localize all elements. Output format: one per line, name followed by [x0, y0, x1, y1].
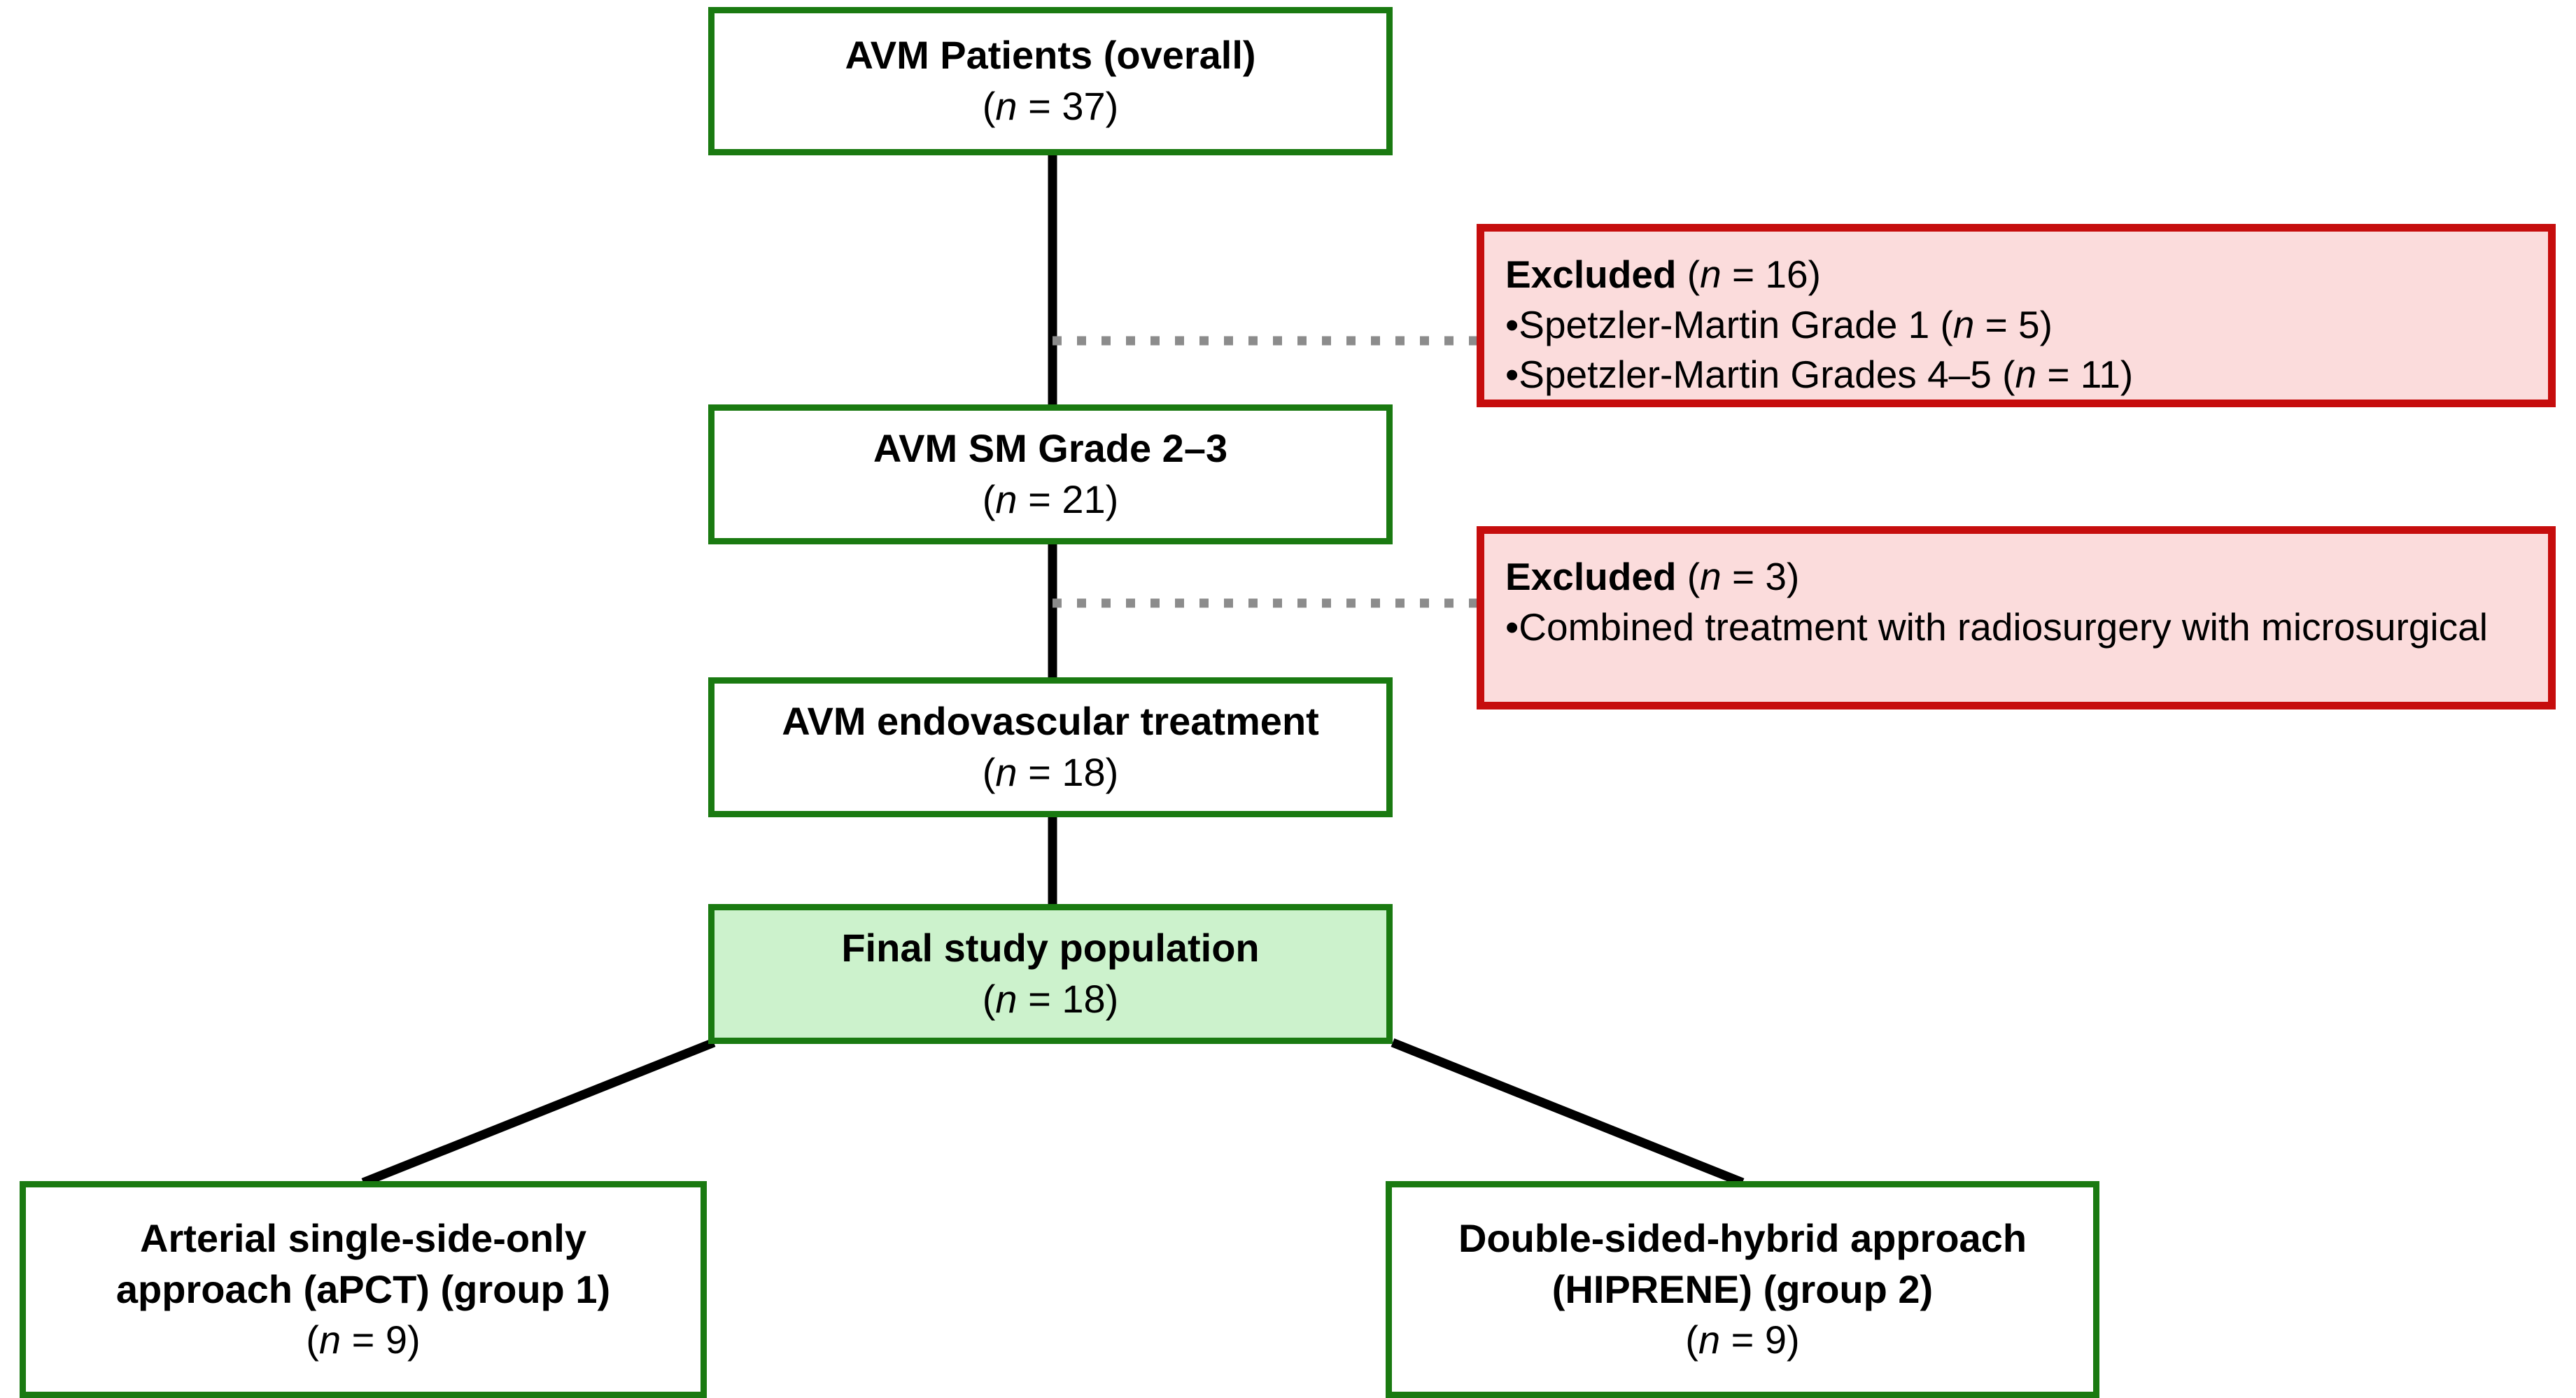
n-value: = 3) [1721, 555, 1800, 598]
node-overall-count: (n = 37) [983, 81, 1119, 132]
connector-final-to-group1 [361, 1038, 716, 1187]
exclusion-1-heading: Excluded (n = 16) [1505, 250, 1821, 300]
n-value: = 9) [341, 1318, 421, 1362]
exclusion-box-2: Excluded (n = 3) •Combined treatment wit… [1477, 526, 2556, 709]
bullet-icon: • [1505, 353, 1519, 396]
node-group2-label-line2: (HIPRENE) (group 2) [1551, 1266, 1934, 1311]
exclusion-heading-label: Excluded [1505, 253, 1677, 296]
exclusion-2-item-0: •Combined treatment with radiosurgery wi… [1505, 602, 2488, 653]
node-final-population-count: (n = 18) [983, 974, 1119, 1025]
n-value: = 37) [1017, 84, 1119, 128]
n-value: = 11) [2036, 353, 2134, 396]
exclusion-1-item-1: •Spetzler-Martin Grades 4–5 (n = 11) [1505, 350, 2133, 400]
n-value: = 16) [1721, 253, 1821, 296]
n-variable: n [995, 84, 1018, 128]
paren-open: ( [982, 977, 996, 1021]
node-endovascular-count: (n = 18) [983, 747, 1119, 798]
n-variable: n [2015, 353, 2037, 396]
n-value: = 21) [1017, 477, 1119, 521]
paren-open: ( [982, 750, 996, 794]
node-final-population-label: Final study population [841, 926, 1260, 970]
node-group1-label-line2: approach (aPCT) (group 1) [115, 1266, 611, 1311]
paren-open: ( [1685, 1318, 1698, 1362]
node-group2-count: (n = 9) [1685, 1315, 1799, 1366]
n-variable: n [318, 1318, 342, 1362]
n-variable: n [1952, 302, 1975, 346]
n-value: = 18) [1017, 977, 1119, 1021]
exclusion-1-item-0: •Spetzler-Martin Grade 1 (n = 5) [1505, 300, 2053, 351]
node-avm-sm-grade: AVM SM Grade 2–3 (n = 21) [708, 404, 1393, 544]
node-group2-double-sided-hybrid: Double-sided-hybrid approach (HIPRENE) (… [1386, 1181, 2099, 1398]
item-text: Spetzler-Martin Grade 1 ( [1519, 302, 1953, 346]
n-value: = 18) [1017, 750, 1119, 794]
node-overall-label: AVM Patients (overall) [845, 33, 1256, 78]
n-variable: n [995, 977, 1018, 1021]
exclusion-2-heading: Excluded (n = 3) [1505, 552, 1799, 602]
bullet-icon: • [1505, 605, 1519, 649]
paren-open: ( [1676, 253, 1701, 296]
n-variable: n [1700, 253, 1722, 296]
node-endovascular-label: AVM endovascular treatment [782, 699, 1319, 744]
n-value: = 5) [1974, 302, 2053, 346]
node-avm-patients-overall: AVM Patients (overall) (n = 37) [708, 7, 1393, 155]
n-variable: n [1700, 555, 1722, 598]
n-value: = 9) [1720, 1318, 1800, 1362]
node-sm-grade-label: AVM SM Grade 2–3 [873, 426, 1228, 471]
node-sm-grade-count: (n = 21) [983, 474, 1119, 525]
exclusion-heading-label: Excluded [1505, 555, 1677, 598]
paren-open: ( [1676, 555, 1701, 598]
n-variable: n [995, 750, 1018, 794]
exclusion-box-1: Excluded (n = 16) •Spetzler-Martin Grade… [1477, 224, 2556, 407]
item-text: Combined treatment with radiosurgery wit… [1519, 605, 2488, 649]
node-avm-endovascular-treatment: AVM endovascular treatment (n = 18) [708, 677, 1393, 817]
paren-open: ( [306, 1318, 319, 1362]
node-group1-arterial-single-side: Arterial single-side-only approach (aPCT… [20, 1181, 707, 1398]
paren-open: ( [982, 84, 996, 128]
node-group1-label-line1: Arterial single-side-only [140, 1215, 586, 1260]
connector-final-to-group2 [1391, 1038, 1745, 1187]
n-variable: n [1698, 1318, 1721, 1362]
item-text: Spetzler-Martin Grades 4–5 ( [1519, 353, 2015, 396]
n-variable: n [995, 477, 1018, 521]
node-final-study-population: Final study population (n = 18) [708, 904, 1393, 1044]
paren-open: ( [982, 477, 996, 521]
bullet-icon: • [1505, 302, 1519, 346]
node-group1-count: (n = 9) [306, 1315, 420, 1366]
node-group2-label-line1: Double-sided-hybrid approach [1458, 1215, 2027, 1260]
